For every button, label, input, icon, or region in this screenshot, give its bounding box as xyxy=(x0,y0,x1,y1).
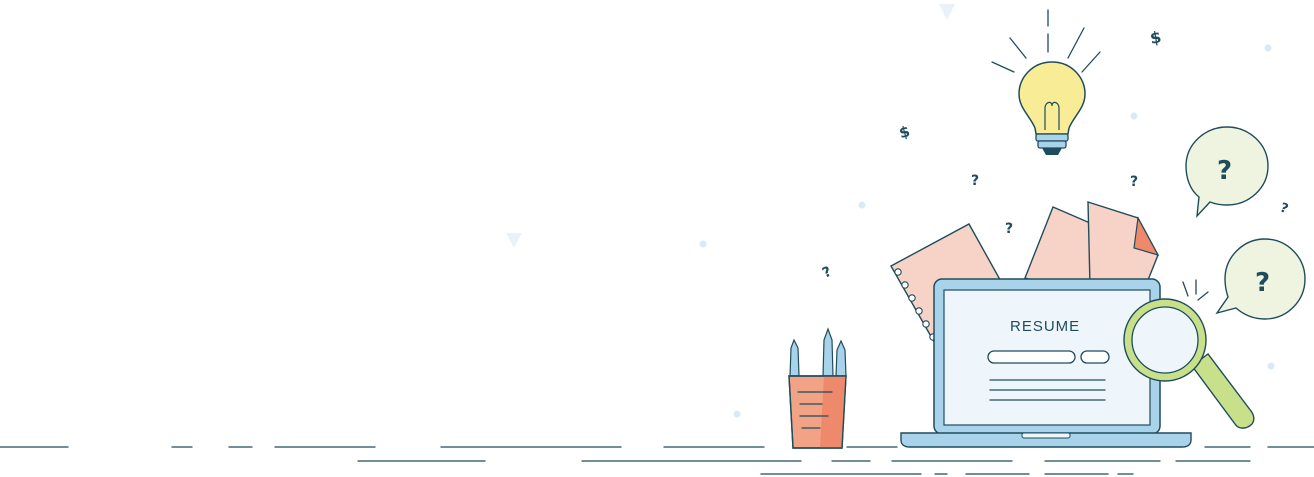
lightbulb-icon xyxy=(991,9,1101,155)
pencil-cup-icon xyxy=(788,327,847,449)
question-mark: ? xyxy=(1130,174,1138,190)
question-mark: ? xyxy=(820,264,834,282)
speech-bubble-icon: ? xyxy=(1185,126,1269,219)
question-mark: ? xyxy=(1255,268,1270,298)
ground-lines xyxy=(0,446,1314,475)
question-mark: ? xyxy=(971,173,979,189)
document-icon xyxy=(1087,201,1160,301)
laptop-icon: RESUME xyxy=(900,278,1192,448)
question-mark: ? xyxy=(1217,156,1232,186)
speech-bubble-icon: ? xyxy=(1215,238,1306,320)
dot xyxy=(1264,44,1272,52)
resume-title: RESUME xyxy=(1010,318,1080,335)
decorative-dots xyxy=(699,44,1275,418)
decorative-triangles xyxy=(506,4,955,248)
dot xyxy=(1267,362,1275,370)
triangle xyxy=(506,233,522,248)
dot xyxy=(699,240,707,248)
dollar-sign: $ xyxy=(897,122,912,142)
triangle xyxy=(939,4,955,20)
dot xyxy=(1130,112,1138,120)
dot xyxy=(733,410,741,418)
dollar-sign: $ xyxy=(1149,27,1163,48)
question-mark: ? xyxy=(1005,221,1013,237)
dot xyxy=(858,201,866,209)
question-mark: ? xyxy=(1278,201,1290,218)
magnifier-icon xyxy=(1123,279,1255,429)
